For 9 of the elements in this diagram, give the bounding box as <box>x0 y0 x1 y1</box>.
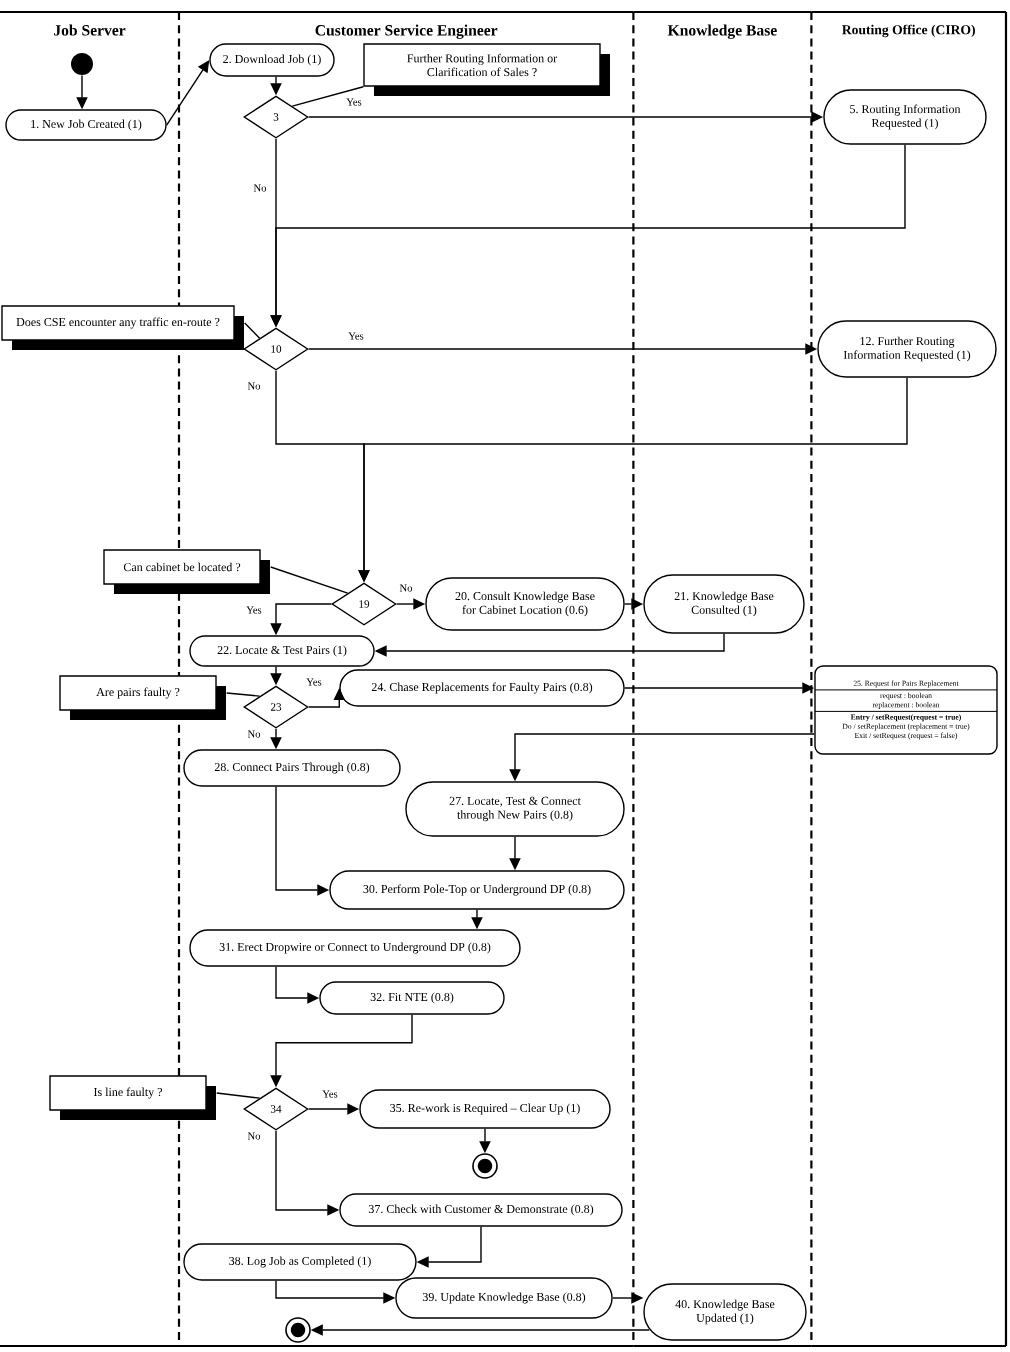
start-dot <box>71 53 93 75</box>
leader-line <box>244 322 261 339</box>
end-marker <box>285 1317 311 1343</box>
leader-line <box>270 566 349 594</box>
leader-line <box>291 86 364 107</box>
leader-line <box>226 692 261 697</box>
end-marker <box>472 1153 498 1179</box>
leader-line <box>216 1092 261 1099</box>
arrow <box>166 60 210 126</box>
